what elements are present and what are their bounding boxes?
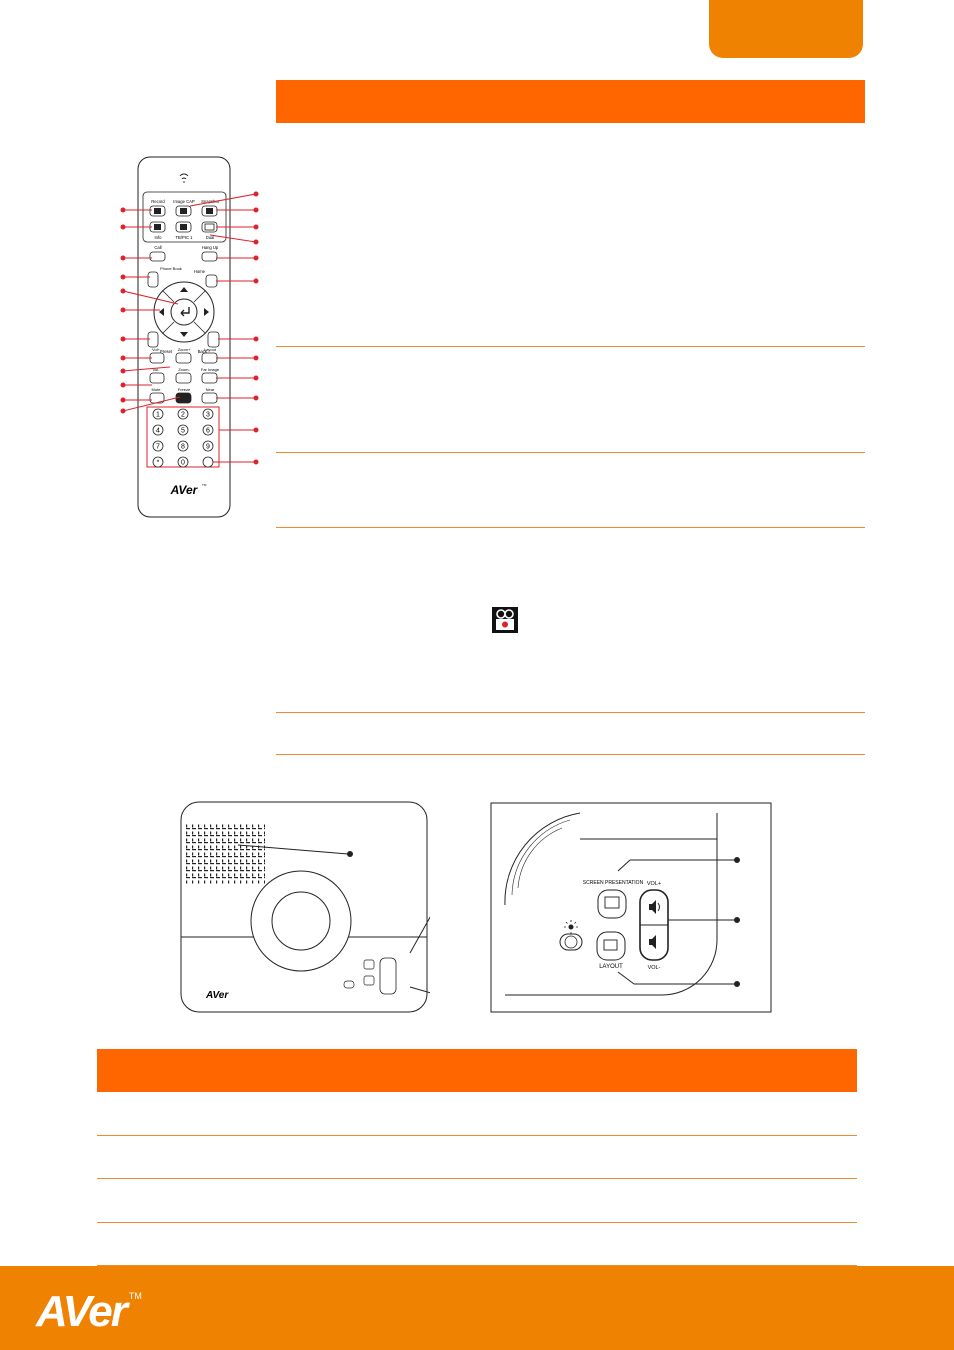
table-row-divider [97, 1178, 857, 1179]
table-row-divider [276, 346, 865, 347]
remote-label-phone-book: Phone Book [160, 266, 182, 271]
table-row-divider [97, 1265, 857, 1266]
remote-label-image-cap: Image CAP [173, 199, 195, 204]
remote-label-preset: Preset [160, 349, 173, 354]
remote-label-record: Record [151, 199, 165, 204]
keypad-key: 4 [156, 428, 160, 435]
main-unit-illustration: AVer [180, 801, 430, 1013]
keypad-key: 6 [206, 428, 210, 435]
remote-label-layout: Layout [204, 347, 217, 352]
page-tab [709, 0, 863, 58]
remote-label-zoom-in: Zoom+ [178, 347, 191, 352]
keypad-key: 2 [181, 412, 185, 419]
remote-label-tb-pic: TB/PIC 1 [176, 235, 194, 240]
table-row-divider [276, 452, 865, 453]
unit-brand-logo: AVer [205, 990, 229, 1001]
table-row-divider [276, 527, 865, 528]
vol-minus-label: VOL- [648, 965, 661, 971]
numeric-keypad: 1 2 3 4 5 6 7 8 9 * 0 [152, 408, 214, 468]
remote-label-zoom-out: Zoom- [178, 367, 190, 372]
keypad-key: 1 [156, 412, 160, 419]
remote-label-info: Info [155, 235, 163, 240]
table-row-divider [97, 1222, 857, 1223]
remote-label-home: Home [194, 269, 206, 274]
speaker-icon [649, 900, 660, 949]
remote-control-illustration: Record Image CAP Snapshot Info TB/PIC 1 … [120, 156, 259, 518]
keypad-key: 8 [181, 444, 185, 451]
remote-label-call: Call [154, 245, 161, 250]
table-header-remote [276, 80, 865, 123]
table-row-divider [276, 754, 865, 755]
table-row-divider [276, 712, 865, 713]
remote-label-near: Near [206, 387, 215, 392]
page-footer [0, 1266, 954, 1350]
layout-label: LAYOUT [599, 964, 623, 970]
remote-label-freeze: Freeze [178, 387, 191, 392]
footer-logo-text: AVer [36, 1287, 128, 1336]
remote-label-hang-up: Hang Up [202, 245, 219, 250]
camera-record-icon [492, 607, 518, 633]
remote-label-snapshot: Snapshot [201, 199, 220, 204]
light-sensor-icon [559, 920, 583, 951]
wireless-signal-icon [179, 173, 189, 180]
remote-brand-tm: TM [202, 483, 207, 487]
screen-presentation-label: SCREEN PRESENTATION [583, 880, 644, 886]
keypad-key: 0 [181, 460, 185, 467]
keypad-key: 9 [206, 444, 210, 451]
remote-label-far-image: Far Image [201, 367, 220, 372]
control-panel-zoom: SCREEN PRESENTATION LAYOUT VOL+ VOL- [490, 802, 772, 1013]
remote-label-mute: Mute [152, 387, 162, 392]
vol-plus-label: VOL+ [647, 881, 661, 887]
table-header-unit [97, 1049, 857, 1092]
remote-brand-logo: AVer [170, 483, 199, 497]
keypad-key: * [157, 460, 160, 467]
table-row-divider [97, 1135, 857, 1136]
keypad-key: 3 [206, 412, 210, 419]
remote-label-dual: Dual [206, 235, 215, 240]
remote-label-vol-up: Vol+ [152, 347, 161, 352]
remote-label-vol-down: Vol- [153, 367, 161, 372]
remote-label-back: Back [198, 349, 208, 354]
keypad-key: 5 [181, 428, 185, 435]
footer-logo-tm: TM [128, 1291, 142, 1301]
keypad-key: 7 [156, 444, 160, 451]
